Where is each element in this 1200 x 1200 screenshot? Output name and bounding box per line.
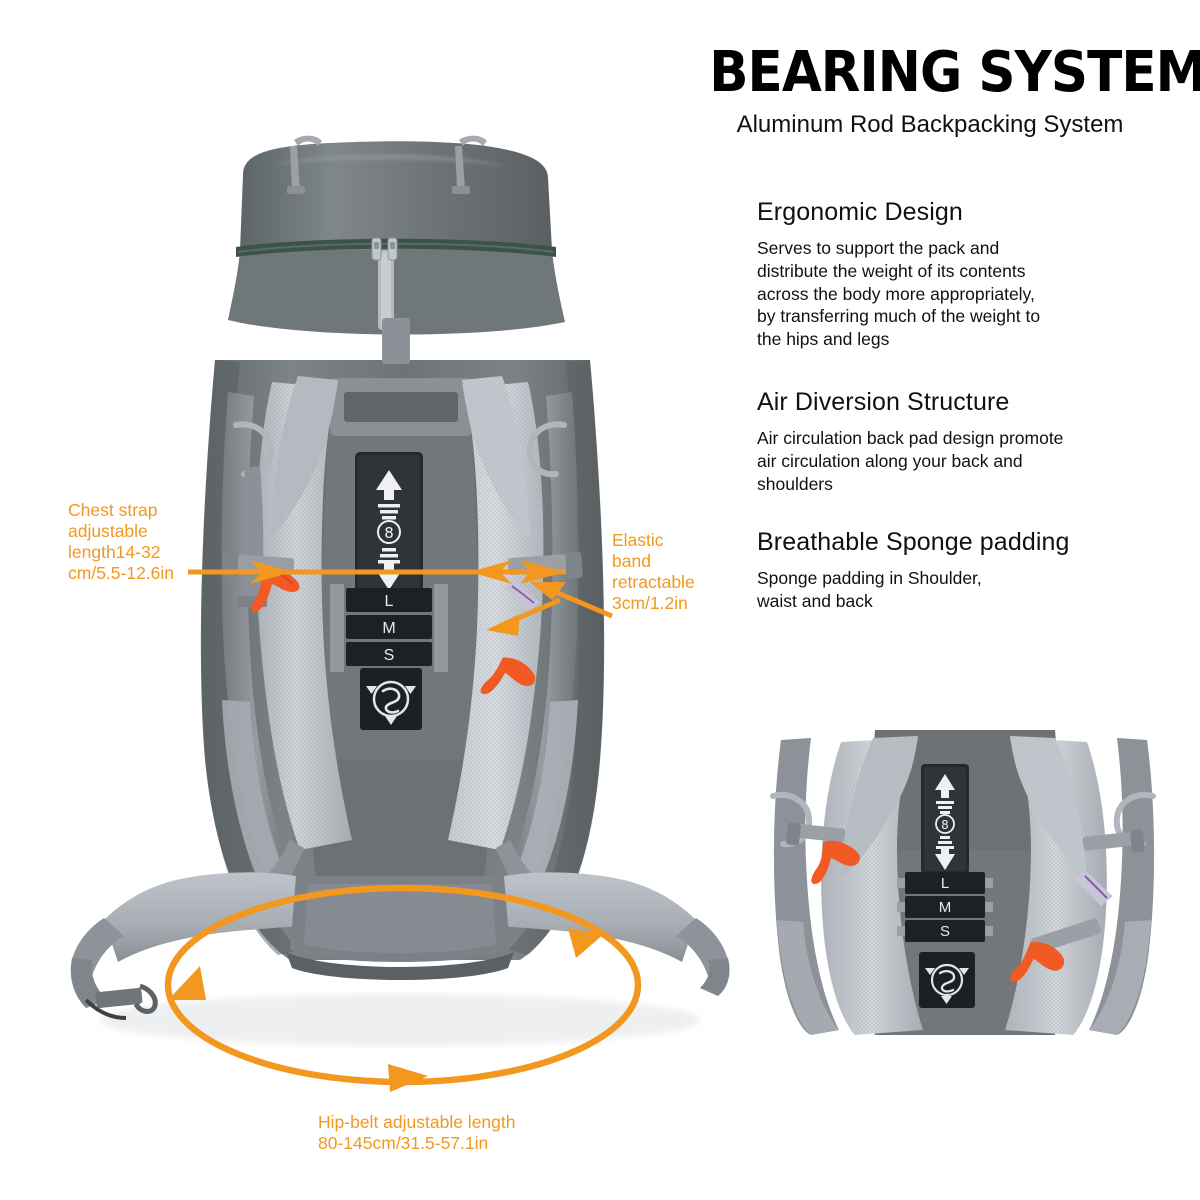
chest-buckle-right[interactable] xyxy=(480,653,539,706)
annotation-hip-belt: Hip-belt adjustable length 80-145cm/31.5… xyxy=(318,1112,516,1153)
inset-chest-buckle-right[interactable] xyxy=(1010,938,1067,990)
size-label-m-bg xyxy=(346,615,432,639)
hip-belt-ellipse-arrow xyxy=(164,884,642,1092)
inset-size-label-l: L xyxy=(941,875,949,892)
detail-inset-panel: 8 L M S xyxy=(755,730,1170,1035)
feature-ergonomic-design: Ergonomic Design Serves to support the p… xyxy=(757,198,1177,351)
size-label-group: L M S xyxy=(330,584,448,672)
chest-strap-measure-arrow xyxy=(188,560,566,584)
page-title: BEARING SYSTEM xyxy=(709,40,1200,105)
inset-chest-strap-left xyxy=(786,822,846,846)
zipper-pull-left xyxy=(371,237,382,261)
inset-chest-strap-right xyxy=(1031,829,1145,954)
feature-heading-sponge: Breathable Sponge padding xyxy=(757,528,1070,556)
size-label-l: L xyxy=(385,593,394,610)
zipper-pull-right xyxy=(387,237,398,261)
inset-brand-logo-patch xyxy=(919,952,975,1008)
inset-adjuster-number: 8 xyxy=(941,818,949,832)
inset-chest-buckle-left[interactable] xyxy=(811,840,860,884)
height-adjustment-patch: 8 xyxy=(355,452,423,592)
inset-size-label-m: M xyxy=(939,899,952,916)
size-label-l-bg xyxy=(346,588,432,612)
feature-breathable-sponge-padding: Breathable Sponge padding Sponge padding… xyxy=(757,528,1177,613)
inset-size-label-s: S xyxy=(940,923,950,940)
pack-top-lid xyxy=(240,141,552,250)
size-label-m: M xyxy=(382,620,395,637)
feature-body-sponge: Sponge padding in Shoulder, waist and ba… xyxy=(757,568,982,611)
feature-air-diversion-structure: Air Diversion Structure Air circulation … xyxy=(757,388,1177,495)
lid-webbing-loops xyxy=(287,135,487,194)
feature-heading-ergonomic: Ergonomic Design xyxy=(757,198,963,226)
feature-heading-air: Air Diversion Structure xyxy=(757,388,1010,416)
title-block: BEARING SYSTEM Aluminum Rod Backpacking … xyxy=(690,40,1200,139)
detail-inset-illustration: 8 L M S xyxy=(755,730,1170,1035)
feature-body-air: Air circulation back pad design promote … xyxy=(757,428,1064,494)
annotation-chest-strap: Chest strap adjustable length14-32 cm/5.… xyxy=(68,500,175,583)
size-label-s: S xyxy=(384,647,395,664)
elastic-band-arrow xyxy=(486,582,613,636)
pack-bottom xyxy=(286,952,514,980)
feature-body-ergonomic: Serves to support the pack and distribut… xyxy=(757,238,1041,349)
inset-size-labels: L M S xyxy=(897,872,993,942)
inset-height-adjustment-patch: 8 xyxy=(921,764,969,874)
page-subtitle: Aluminum Rod Backpacking System xyxy=(736,111,1124,138)
annotation-elastic-band: Elastic band retractable 3cm/1.2in xyxy=(612,530,695,613)
brand-logo-patch xyxy=(360,668,422,730)
adjuster-number-label: 8 xyxy=(384,524,394,542)
size-label-s-bg xyxy=(346,642,432,666)
